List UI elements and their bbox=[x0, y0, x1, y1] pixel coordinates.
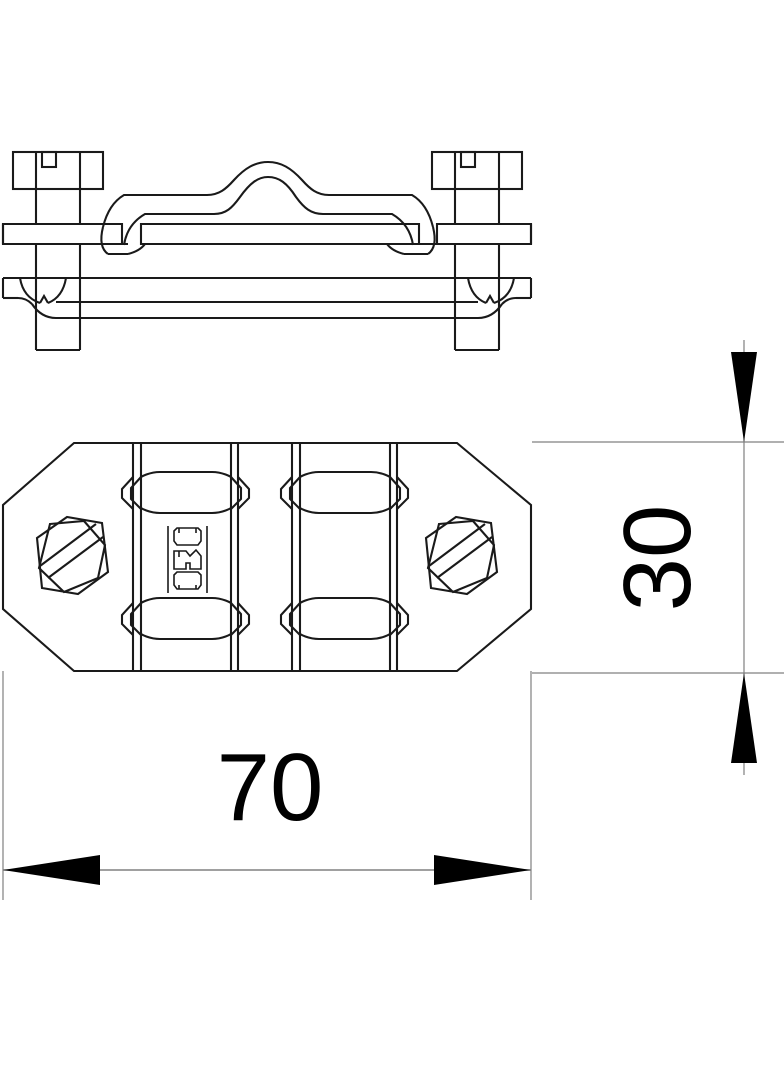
saddle-strap-ends bbox=[100, 226, 436, 256]
clamp-body-outline bbox=[1, 441, 533, 673]
arrowhead-right bbox=[434, 855, 531, 885]
arrowhead-bottom bbox=[731, 673, 757, 763]
left-screw-hex-outer bbox=[35, 515, 110, 596]
front-elevation-view bbox=[1, 150, 533, 352]
dimension-height-30: 30 bbox=[532, 340, 784, 775]
left-screw-hex-head bbox=[37, 519, 107, 594]
obo-logo-stamp bbox=[167, 526, 208, 593]
saddle-strap-outer bbox=[101, 160, 435, 228]
right-screw-hex-head bbox=[426, 519, 496, 594]
dimension-label-width: 70 bbox=[217, 734, 324, 841]
saddle-strap-inner bbox=[122, 175, 415, 246]
dimension-label-height: 30 bbox=[604, 505, 711, 612]
arrowhead-left bbox=[3, 855, 100, 885]
arrowhead-top bbox=[731, 352, 757, 442]
right-screw-hex-outer bbox=[424, 515, 499, 596]
right-bolt-head bbox=[430, 150, 524, 191]
upper-flat-plate bbox=[1, 222, 533, 246]
lower-flat-bar bbox=[1, 276, 533, 320]
dimension-width-70: 70 bbox=[2, 671, 532, 900]
plan-view bbox=[1, 441, 533, 673]
conductor-channel-left bbox=[120, 443, 251, 671]
conductor-channel-right bbox=[279, 443, 410, 671]
left-bolt-head bbox=[11, 150, 105, 191]
